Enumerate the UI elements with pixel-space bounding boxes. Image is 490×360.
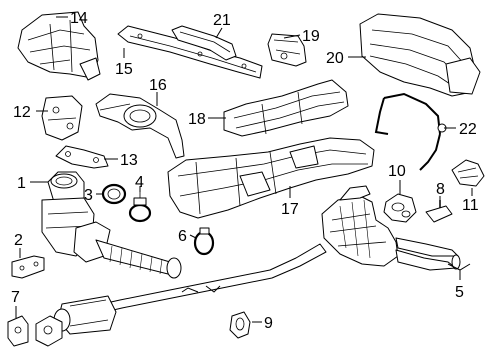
- hanger-part-7: [7, 315, 63, 347]
- callout-3: 3: [84, 187, 93, 204]
- clamp-part-6: [193, 227, 215, 256]
- bracket-part-19: [267, 33, 307, 67]
- callout-5: 5: [455, 284, 464, 301]
- leader-19: [283, 34, 301, 39]
- bracket-part-12: [41, 95, 83, 141]
- callout-8: 8: [436, 181, 445, 198]
- heat-shield-part-14: [17, 11, 101, 81]
- heat-shield-part-20: [359, 13, 481, 97]
- callout-10: 10: [388, 163, 406, 180]
- callout-9: 9: [264, 315, 273, 332]
- callout-14: 14: [70, 10, 88, 27]
- gasket-part-3: [101, 183, 127, 205]
- grommet-part-9: [229, 311, 251, 339]
- leader-5: [447, 263, 471, 280]
- callout-21: 21: [213, 12, 231, 29]
- callout-12: 12: [13, 104, 31, 121]
- callout-7: 7: [11, 289, 20, 306]
- sensor-part-8: [425, 200, 453, 223]
- leader-21: [215, 27, 223, 39]
- callout-11: 11: [462, 197, 479, 214]
- bracket-part-16: [95, 93, 185, 159]
- bracket-part-13: [55, 145, 109, 169]
- callout-19: 19: [302, 28, 320, 45]
- leader-6: [189, 234, 197, 239]
- heat-shield-part-17: [167, 137, 375, 219]
- heat-shield-part-15: [117, 25, 263, 79]
- hanger-part-22: [374, 92, 447, 171]
- callout-20: 20: [326, 50, 344, 67]
- catalytic-converter-part-1: [41, 171, 182, 279]
- bracket-part-2: [11, 255, 45, 279]
- heat-shield-part-18: [223, 79, 349, 137]
- heat-shield-part-21: [171, 25, 237, 61]
- callout-6: 6: [178, 228, 187, 245]
- callout-13: 13: [120, 152, 138, 169]
- callout-4: 4: [135, 174, 144, 191]
- clamp-part-4: [128, 192, 152, 223]
- hanger-part-10: [383, 193, 417, 223]
- callout-1: 1: [17, 175, 26, 192]
- callout-18: 18: [188, 111, 206, 128]
- callout-15: 15: [115, 61, 133, 78]
- callout-17: 17: [281, 201, 299, 218]
- callout-22: 22: [459, 121, 477, 138]
- actuator-part-11: [451, 159, 485, 187]
- callout-2: 2: [14, 232, 23, 249]
- callout-16: 16: [149, 77, 167, 94]
